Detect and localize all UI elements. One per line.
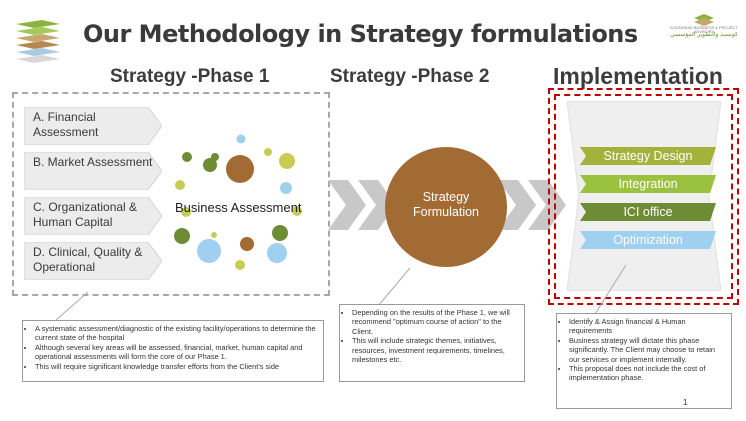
implementation-bar-strategy-design: Strategy Design xyxy=(580,147,716,165)
phase1-note: This will require significant knowledge … xyxy=(35,362,319,371)
ring-dot xyxy=(181,207,191,217)
phase1-heading: Strategy -Phase 1 xyxy=(110,66,270,87)
ring-dot xyxy=(264,148,272,156)
phase1-item-label: A. Financial Assessment xyxy=(33,110,99,139)
implementation-bar-label: ICI office xyxy=(623,205,673,219)
bar-shape-icon xyxy=(580,175,716,193)
ring-dot xyxy=(174,228,190,244)
phase1-item-label: D. Clinical, Quality & Operational xyxy=(33,245,143,274)
phase2-heading: Strategy -Phase 2 xyxy=(330,66,490,87)
implementation-notes: Identify & Assign financial & Human requ… xyxy=(556,313,732,409)
ring-dot xyxy=(197,239,221,263)
ring-dot xyxy=(203,158,217,172)
phase1-item-financial: A. Financial Assessment xyxy=(24,107,162,145)
chevron-shape-icon xyxy=(24,107,162,145)
ring-dot xyxy=(182,152,192,162)
implementation-bar-label: Integration xyxy=(618,177,678,191)
phase1-item-organizational: C. Organizational & Human Capital xyxy=(24,197,162,235)
kounsead-logo: KOUNSEAD BUSINESS & PROJECT ADVISORY كون… xyxy=(668,14,740,40)
phase1-item-label: C. Organizational & Human Capital xyxy=(33,200,138,229)
phase2-note: This will include strategic themes, init… xyxy=(352,336,520,364)
implementation-note: This proposal does not include the cost … xyxy=(569,364,719,383)
phase2-notes: Depending on the results of the Phase 1,… xyxy=(339,304,525,382)
kounsead-logo-icon xyxy=(694,14,714,26)
chevron-shape-icon xyxy=(24,242,162,280)
phase2-note: Depending on the results of the Phase 1,… xyxy=(352,308,520,336)
implementation-bar-label: Optimization xyxy=(613,233,683,247)
company-logo-icon xyxy=(12,18,72,64)
bar-shape-icon xyxy=(580,147,716,165)
phase1-notes: A systematic assessment/diagnostic of th… xyxy=(22,320,324,382)
strategy-formulation-circle xyxy=(385,147,507,267)
phase1-box xyxy=(12,92,330,296)
arrow-right-icon xyxy=(498,180,566,230)
implementation-note: Identify & Assign financial & Human requ… xyxy=(569,317,719,336)
bar-shape-icon xyxy=(580,231,716,249)
bar-shape-icon xyxy=(580,203,716,221)
ring-dot xyxy=(267,243,287,263)
implementation-bar-label: Strategy Design xyxy=(603,149,693,163)
business-assessment-label: Business Assessment xyxy=(175,200,302,215)
ring-dot xyxy=(211,232,217,238)
chevron-shape-icon xyxy=(24,152,162,190)
implementation-bar-integration: Integration xyxy=(580,175,716,193)
ring-dot xyxy=(292,206,302,216)
ring-dot xyxy=(280,182,292,194)
phase1-note: A systematic assessment/diagnostic of th… xyxy=(35,324,319,343)
phase1-note: Although several key areas will be asses… xyxy=(35,343,319,362)
phase1-item-label: B. Market Assessment xyxy=(33,155,153,169)
implementation-heading: Implementation xyxy=(553,63,723,89)
ring-dot xyxy=(240,237,254,251)
strategy-formulation-label: Strategy Formulation xyxy=(413,190,479,219)
implementation-bar-ici-office: ICI office xyxy=(580,203,716,221)
ring-dot xyxy=(226,155,254,183)
ring-dot xyxy=(272,225,288,241)
ring-dot xyxy=(279,153,295,169)
ring-dot xyxy=(175,180,185,190)
implementation-bar-optimization: Optimization xyxy=(580,231,716,249)
chevron-shape-icon xyxy=(24,197,162,235)
logo-caption: KOUNSEAD BUSINESS & PROJECT ADVISORY xyxy=(670,25,738,34)
phase1-item-market: B. Market Assessment xyxy=(24,152,162,190)
ring-dot xyxy=(235,260,245,270)
logo-arabic: كونسيد والتطوير المؤسسي xyxy=(670,32,738,38)
implementation-note: Business strategy will dictate this phas… xyxy=(569,336,719,364)
page-title: Our Methodology in Strategy formulations xyxy=(83,20,638,48)
page-number: 1 xyxy=(683,398,688,407)
implementation-box xyxy=(548,88,739,305)
business-assessment-ring xyxy=(174,134,302,270)
ring-dot xyxy=(236,134,246,144)
phase1-item-clinical: D. Clinical, Quality & Operational xyxy=(24,242,162,280)
implementation-inner-box xyxy=(554,94,733,299)
